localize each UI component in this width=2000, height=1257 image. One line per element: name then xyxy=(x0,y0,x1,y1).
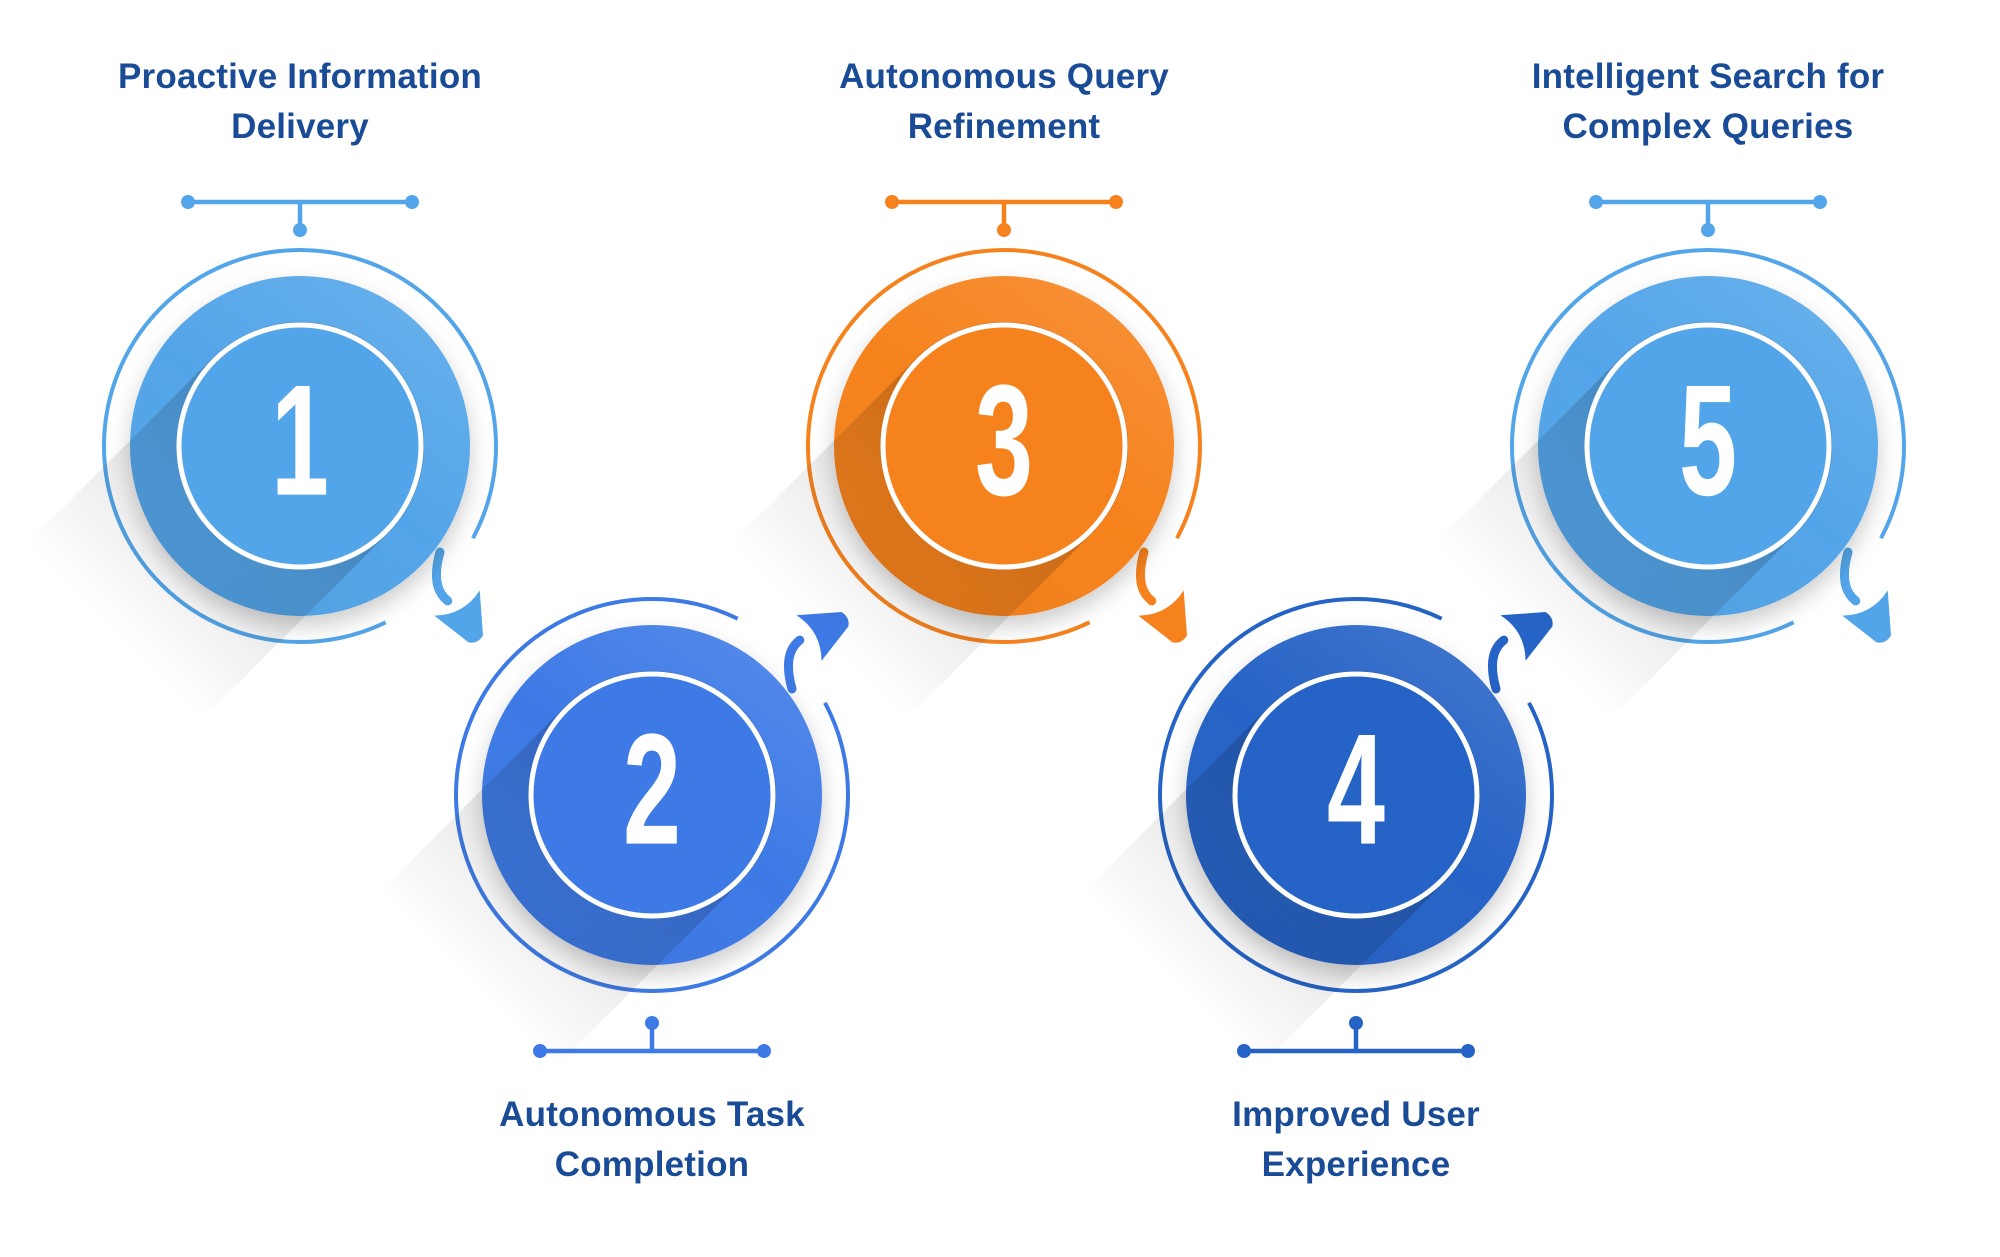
step-5-inner-ring xyxy=(1584,322,1832,570)
step-2-inner-ring xyxy=(528,671,776,919)
step-3-inner-disc xyxy=(882,324,1126,568)
step-3-label-line-2: Refinement xyxy=(907,107,1101,146)
connector-dot-center xyxy=(1349,1016,1363,1030)
step-5-inner-disc xyxy=(1586,324,1830,568)
step-4-label-line-2: Experience xyxy=(1261,1145,1451,1184)
connector-dot-left xyxy=(1589,195,1603,209)
step-5-label: Intelligent Search for Complex Queries xyxy=(1468,52,1948,152)
step-1-label-line-2: Delivery xyxy=(231,107,369,146)
connector-dot-right xyxy=(757,1044,771,1058)
step-3-ring xyxy=(806,248,1202,644)
step-3-next-arrow-icon xyxy=(1135,547,1187,643)
connector-dot-center xyxy=(293,223,307,237)
step-1-connector xyxy=(181,195,419,237)
step-2-ring xyxy=(454,597,850,993)
step-3-connector xyxy=(885,195,1123,237)
step-1-inner-ring xyxy=(176,322,424,570)
step-2-label-line-2: Completion xyxy=(554,1145,750,1184)
step-1-label: Proactive Information Delivery xyxy=(60,52,540,152)
connector-dot-center xyxy=(645,1016,659,1030)
step-4-inner-disc xyxy=(1234,673,1478,917)
connector-dot-left xyxy=(885,195,899,209)
step-5-label-line-1: Intelligent Search for xyxy=(1531,57,1885,96)
step-2-label: Autonomous Task Completion xyxy=(412,1090,892,1190)
connector-dot-right xyxy=(1109,195,1123,209)
step-4-inner-ring xyxy=(1232,671,1480,919)
step-5-exit-arrow-icon xyxy=(1839,547,1891,643)
step-1-graphic xyxy=(0,195,498,756)
step-2-number: 2 xyxy=(623,701,681,878)
connector-dot-right xyxy=(1813,195,1827,209)
step-3-inner-ring xyxy=(880,322,1128,570)
step-1-next-arrow-icon xyxy=(431,547,483,643)
step-2-inner-disc xyxy=(530,673,774,917)
step-1-number: 1 xyxy=(271,352,329,529)
step-2-label-line-1: Autonomous Task xyxy=(499,1095,805,1134)
step-3-graphic xyxy=(694,195,1202,756)
step-1-ring xyxy=(102,248,498,644)
connector-dot-left xyxy=(181,195,195,209)
step-1-inner-disc xyxy=(178,324,422,568)
step-5-graphic xyxy=(1398,195,1906,756)
connector-dot-center xyxy=(997,223,1011,237)
step-3-number: 3 xyxy=(975,352,1033,529)
step-3-label-line-1: Autonomous Query xyxy=(839,57,1169,96)
step-5-number: 5 xyxy=(1679,352,1737,529)
connector-dot-right xyxy=(405,195,419,209)
step-5-ring xyxy=(1510,248,1906,644)
connector-dot-center xyxy=(1701,223,1715,237)
step-1-label-line-1: Proactive Information xyxy=(118,57,482,96)
connector-dot-right xyxy=(1461,1044,1475,1058)
step-5-connector xyxy=(1589,195,1827,237)
step-4-ring xyxy=(1158,597,1554,993)
step-5-label-line-2: Complex Queries xyxy=(1562,107,1854,146)
step-4-label-line-1: Improved User xyxy=(1232,1095,1480,1134)
step-4-number: 4 xyxy=(1327,701,1385,878)
step-4-label: Improved User Experience xyxy=(1116,1090,1596,1190)
step-3-label: Autonomous Query Refinement xyxy=(764,52,1244,152)
